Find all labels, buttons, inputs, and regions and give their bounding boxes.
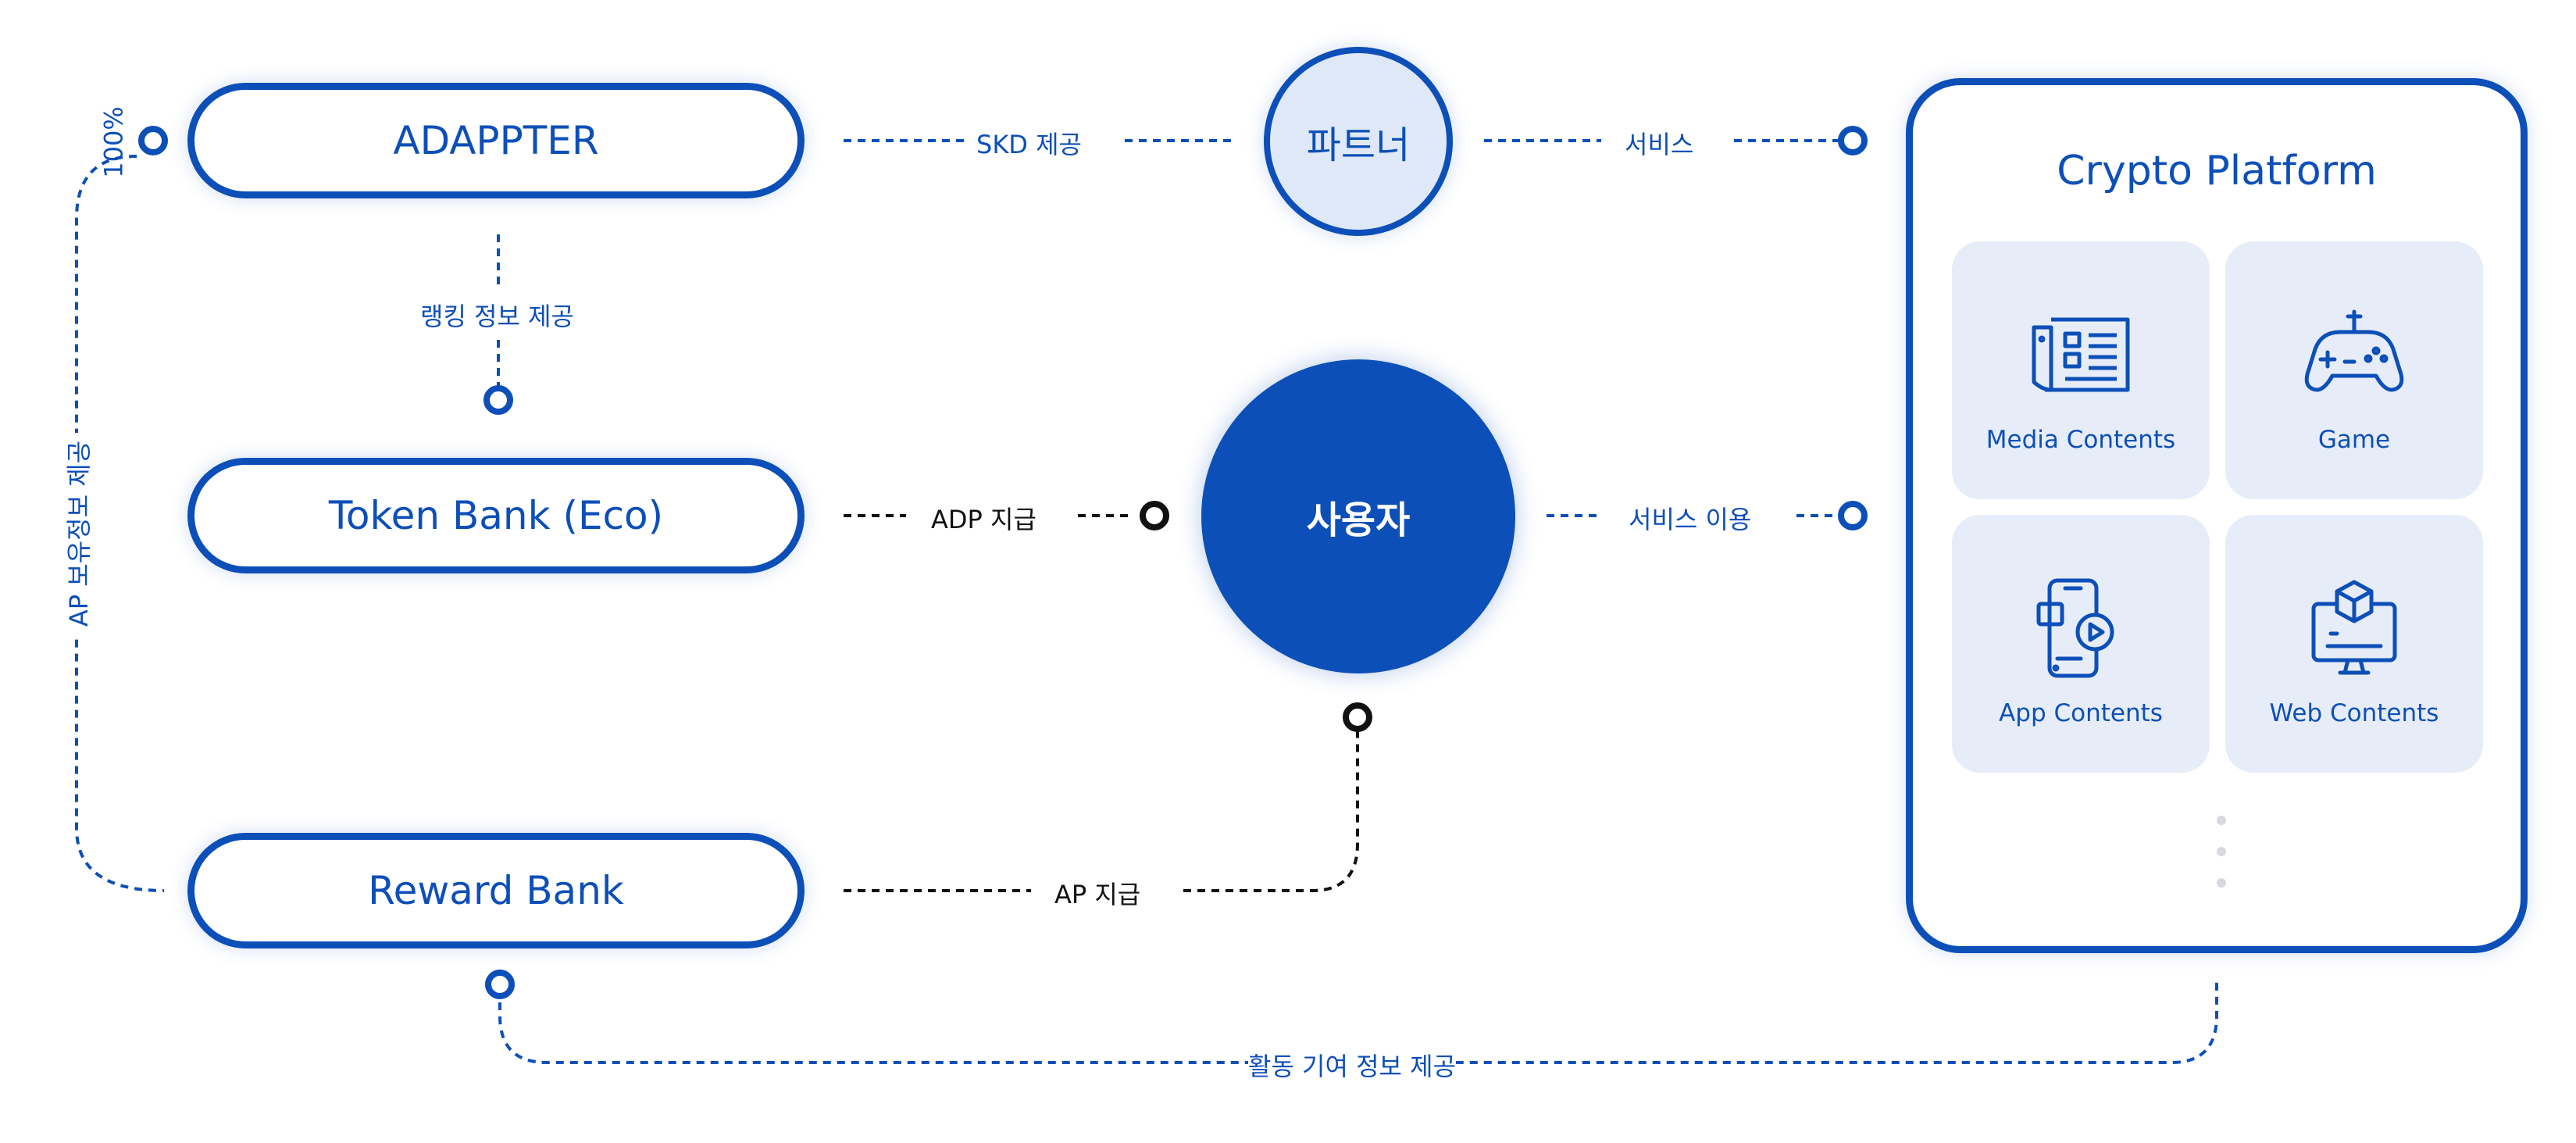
node-reward-bank: Reward Bank bbox=[187, 833, 805, 948]
more-dot bbox=[2217, 816, 2226, 825]
node-partner: 파트너 bbox=[1264, 47, 1453, 236]
tile-label: App Contents bbox=[1999, 699, 2163, 727]
label-service-use: 서비스 이용 bbox=[1629, 500, 1752, 536]
crypto-platform-panel: Crypto Platform Media Contents bbox=[1906, 78, 2528, 953]
tile-label: Game bbox=[2317, 426, 2391, 454]
endpoint-platform-service bbox=[1838, 126, 1868, 155]
label-ap-pay: AP 지급 bbox=[1054, 875, 1141, 911]
more-dot bbox=[2217, 847, 2226, 856]
endpoint-reward-bank bbox=[485, 970, 515, 999]
mobile-app-icon bbox=[2036, 578, 2114, 678]
endpoint-user-adp bbox=[1140, 501, 1169, 530]
platform-title: Crypto Platform bbox=[2057, 148, 2377, 195]
label-sdk: SKD 제공 bbox=[976, 125, 1082, 161]
label-service: 서비스 bbox=[1625, 125, 1694, 161]
edge-ap-right bbox=[1183, 730, 1359, 892]
label-percent: 100% bbox=[98, 106, 129, 178]
more-dot bbox=[2217, 878, 2226, 888]
gamepad-icon bbox=[2304, 309, 2404, 392]
tile-label: Web Contents bbox=[2269, 699, 2439, 727]
tile-game: Game bbox=[2225, 241, 2483, 499]
tile-label: Media Contents bbox=[1986, 426, 2176, 454]
endpoint-platform-service-use bbox=[1838, 501, 1868, 530]
node-adappter: ADAPPTER bbox=[187, 83, 805, 198]
edge-ap-holding bbox=[75, 155, 165, 892]
label-adp-pay: ADP 지급 bbox=[931, 500, 1036, 536]
label-activity: 활동 기여 정보 제공 bbox=[1248, 1047, 1457, 1083]
media-contents-icon bbox=[2032, 317, 2130, 392]
label-ranking: 랭킹 정보 제공 bbox=[420, 297, 574, 333]
endpoint-token-bank bbox=[483, 385, 513, 415]
endpoint-adappter bbox=[138, 126, 168, 155]
tile-app-contents: App Contents bbox=[1952, 515, 2210, 773]
label-ap-holding: AP 보유정보 제공 bbox=[59, 432, 96, 635]
endpoint-user-ap bbox=[1343, 702, 1372, 732]
tile-web-contents: Web Contents bbox=[2225, 515, 2483, 773]
tile-media-contents: Media Contents bbox=[1952, 241, 2210, 499]
node-token-bank: Token Bank (Eco) bbox=[187, 458, 805, 573]
web-monitor-icon bbox=[2311, 580, 2397, 675]
node-user: 사용자 bbox=[1201, 359, 1515, 673]
